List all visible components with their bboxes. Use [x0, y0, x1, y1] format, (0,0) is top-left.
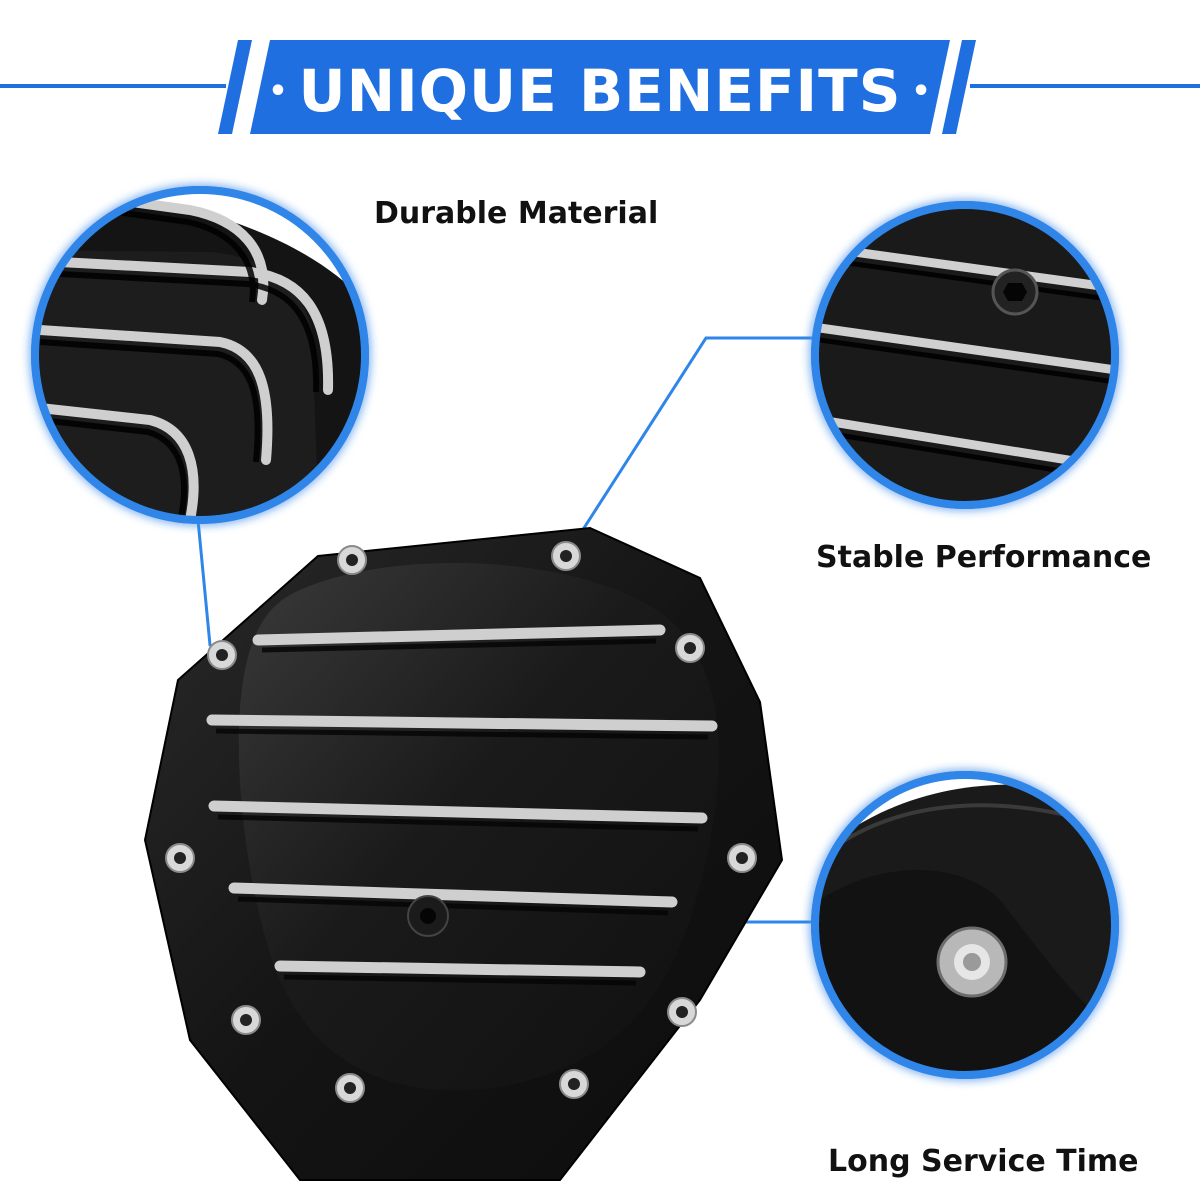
fin-2 — [206, 714, 718, 732]
fin-5 — [274, 960, 646, 978]
banner-title: • UNIQUE BENEFITS • — [240, 44, 960, 138]
fin-shadows — [215, 638, 709, 986]
label-long-service-time: Long Service Time — [828, 1144, 1139, 1179]
banner-title-text: UNIQUE BENEFITS — [298, 57, 902, 125]
fin-4 — [228, 882, 678, 908]
zoom-circle-fins — [31, 186, 369, 524]
differential-cover — [143, 526, 784, 1181]
fin-3 — [208, 800, 708, 824]
bolt-holes — [174, 550, 748, 1094]
cover-fins — [206, 624, 718, 978]
banner-background — [250, 40, 950, 134]
banner-slash-left — [218, 40, 252, 134]
bullet-dot-left: • — [268, 73, 289, 109]
label-durable-material: Durable Material — [374, 196, 659, 231]
fin-1 — [252, 624, 666, 646]
bullet-dot-right: • — [911, 73, 932, 109]
connector-stable — [564, 336, 812, 557]
zoom-circle-plug — [811, 201, 1119, 509]
title-banner — [0, 40, 1200, 134]
cover-dome — [238, 563, 719, 1091]
banner-slash-right — [942, 40, 976, 134]
zoom-circle-bolt — [811, 771, 1119, 1079]
fill-plug — [407, 895, 449, 937]
label-stable-performance: Stable Performance — [816, 540, 1152, 575]
